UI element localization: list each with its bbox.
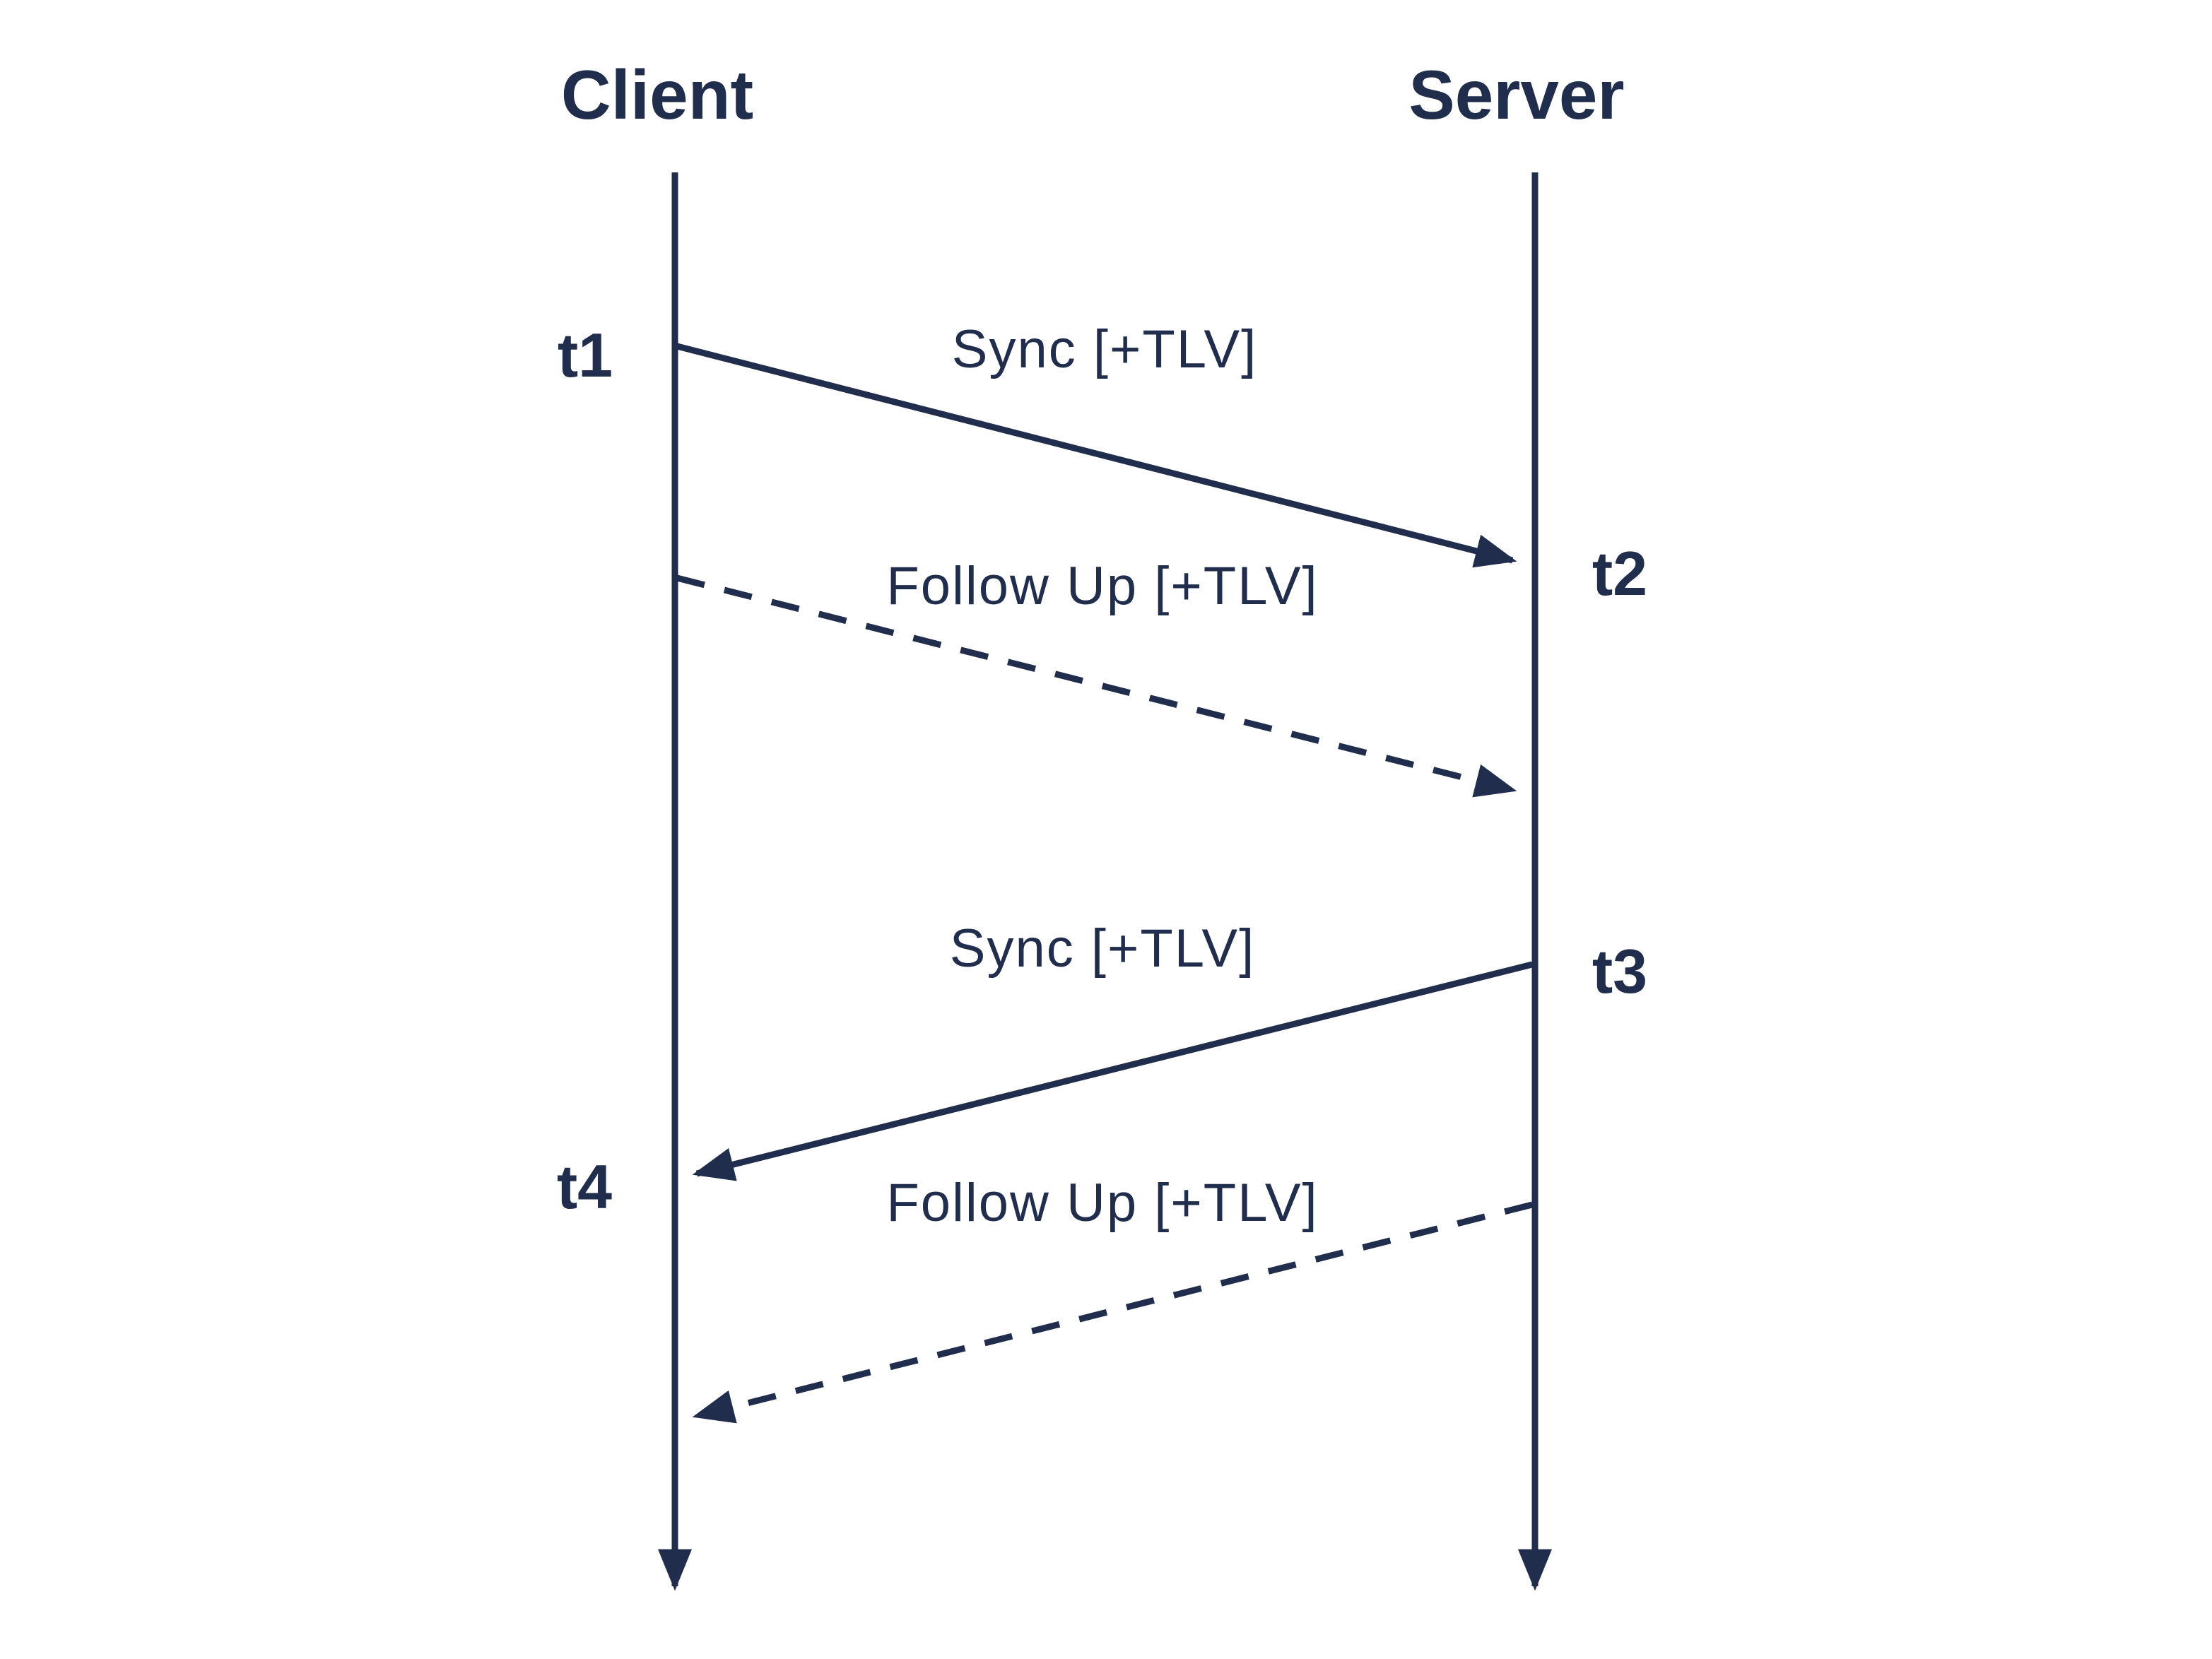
follow-up-message-arrow-2 — [692, 1201, 1534, 1424]
sync-message-label-2: Sync [+TLV] — [950, 919, 1255, 979]
participant-server-label: Server — [1408, 56, 1624, 134]
participant-client-label: Client — [561, 56, 753, 134]
follow-up-message-label-2: Follow Up [+TLV] — [886, 1173, 1318, 1233]
time-label-t4: t4 — [557, 1152, 612, 1222]
sync-message-arrow-2 — [692, 961, 1534, 1181]
follow-up-message-label-1: Follow Up [+TLV] — [886, 556, 1318, 616]
time-label-t3: t3 — [1592, 936, 1647, 1006]
time-label-t1: t1 — [558, 320, 613, 390]
sync-message-arrow-1 — [676, 343, 1517, 568]
sync-message-label-1: Sync [+TLV] — [952, 319, 1257, 379]
time-label-t2: t2 — [1592, 538, 1647, 608]
